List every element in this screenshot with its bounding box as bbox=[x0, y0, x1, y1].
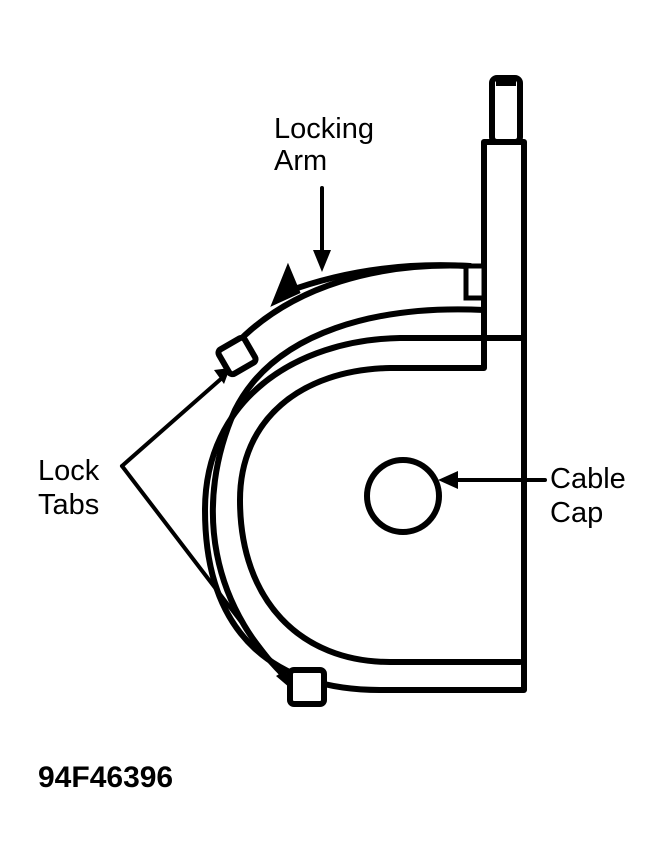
lock-tab-lower bbox=[287, 667, 327, 707]
lock-tab-upper bbox=[215, 334, 259, 378]
label-locking-arm-line2: Arm bbox=[274, 145, 327, 177]
locking-arm bbox=[270, 262, 487, 307]
label-locking-arm-line1: Locking bbox=[274, 113, 374, 145]
label-lock-tabs-line1: Lock bbox=[38, 455, 100, 487]
figure-code: 94F46396 bbox=[38, 761, 173, 794]
leader-cable-cap bbox=[438, 471, 547, 489]
label-lock-tabs-line2: Tabs bbox=[38, 489, 99, 521]
vertical-post bbox=[481, 139, 527, 341]
shaft-rod bbox=[489, 75, 523, 145]
cable-cap bbox=[364, 457, 442, 535]
leader-locking-arm bbox=[313, 186, 331, 272]
label-cable-cap-line2: Cap bbox=[550, 497, 603, 529]
leader-lock-tabs bbox=[120, 368, 290, 688]
label-cable-cap-line1: Cable bbox=[550, 463, 626, 495]
